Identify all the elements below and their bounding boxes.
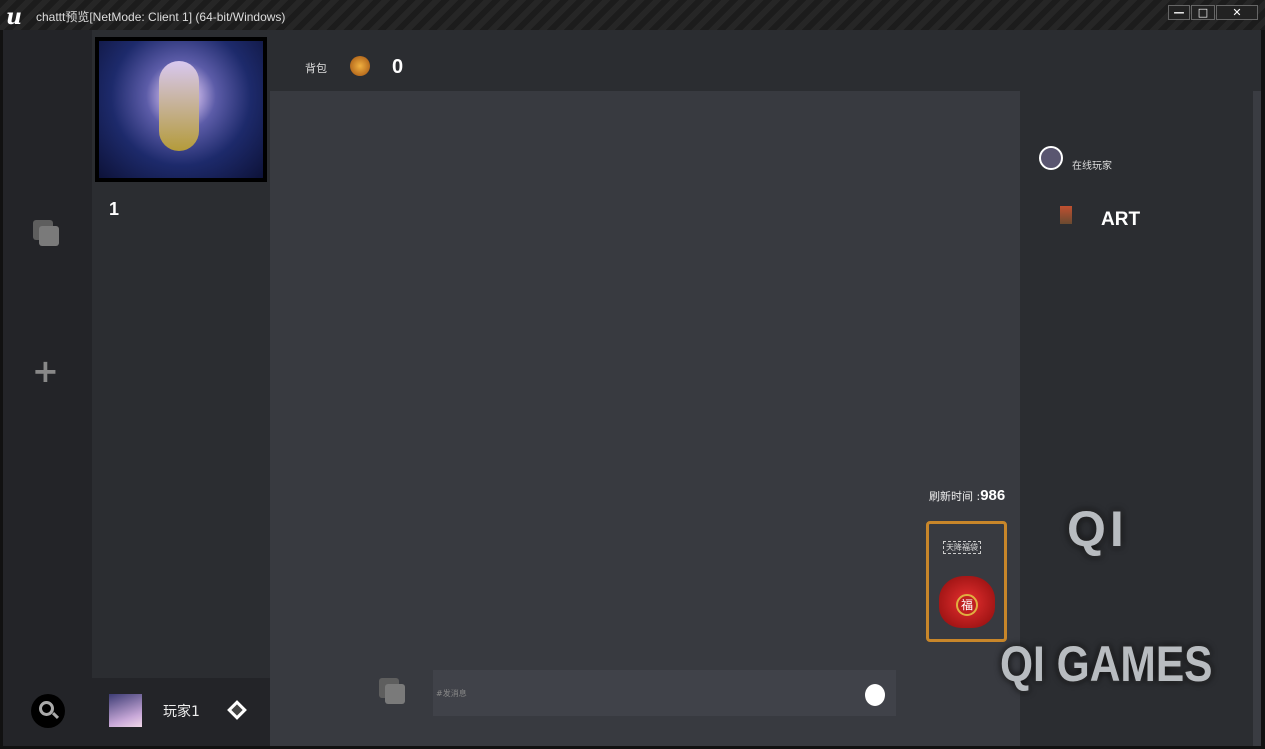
bag-label[interactable]: 背包 — [305, 62, 327, 75]
lucky-bag-icon: 福 — [939, 576, 995, 628]
chat-area — [270, 91, 1020, 746]
player-avatar — [1060, 206, 1072, 224]
refresh-label: 刷新时间 : — [929, 490, 981, 503]
emoji-ghost-icon[interactable] — [865, 684, 885, 706]
scrollbar[interactable] — [1253, 91, 1261, 746]
message-input[interactable]: #发消息 — [433, 670, 896, 716]
add-server-icon[interactable]: + — [32, 352, 59, 390]
user-name: 玩家1 — [163, 704, 200, 720]
title-bar — [0, 0, 1265, 30]
user-avatar[interactable] — [109, 694, 142, 727]
maximize-button[interactable]: □ — [1191, 5, 1215, 20]
top-bar — [270, 30, 1020, 91]
lucky-bag-title: 天降福袋 — [943, 541, 981, 554]
window-title: chattt预览[NetMode: Client 1] (64-bit/Wind… — [36, 10, 286, 24]
server-label[interactable]: 1 — [109, 199, 120, 219]
minimize-button[interactable]: — — [1168, 5, 1190, 20]
bag-count: 0 — [392, 56, 404, 78]
attach-icon[interactable] — [379, 678, 405, 704]
lucky-bag-card[interactable]: 天降福袋 福 — [926, 521, 1007, 642]
close-button[interactable]: ✕ — [1216, 5, 1258, 20]
refresh-timer: 刷新时间 :986 — [929, 487, 1005, 504]
search-button[interactable] — [31, 694, 65, 728]
online-title: 在线玩家 — [1072, 161, 1112, 172]
bag-icon[interactable] — [350, 56, 370, 76]
refresh-value: 986 — [980, 487, 1006, 504]
player-name[interactable]: ART — [1101, 209, 1141, 230]
message-placeholder: #发消息 — [436, 689, 467, 698]
qi-games-logo: QI GAMES — [1000, 636, 1213, 692]
server-avatar-image[interactable] — [95, 37, 267, 182]
left-rail — [3, 30, 92, 746]
channels-icon[interactable] — [33, 220, 59, 246]
online-panel — [1020, 91, 1253, 746]
gamepad-icon — [1039, 146, 1063, 170]
qi-logo: QI — [1067, 501, 1128, 557]
right-top-bar — [1020, 30, 1261, 91]
search-icon — [39, 701, 54, 716]
unreal-logo-icon: u — [6, 4, 22, 30]
